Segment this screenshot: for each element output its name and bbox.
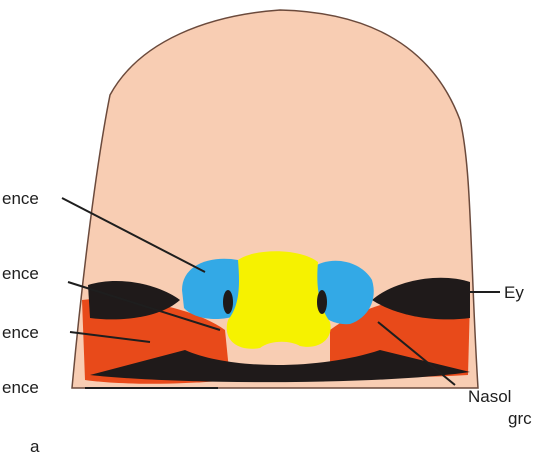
label-right-nasal-1: Nasol — [468, 387, 511, 406]
right-nostril — [317, 290, 327, 314]
label-left-4: ence — [2, 378, 39, 397]
label-right-nasal-2: grc — [508, 409, 532, 428]
label-left-2: ence — [2, 264, 39, 283]
label-left-3: ence — [2, 323, 39, 342]
label-left-1: ence — [2, 189, 39, 208]
yellow-prominence — [227, 251, 331, 349]
left-nostril — [223, 290, 233, 314]
label-bottom-mark: a — [30, 437, 40, 456]
label-right-eye: Ey — [504, 283, 524, 302]
